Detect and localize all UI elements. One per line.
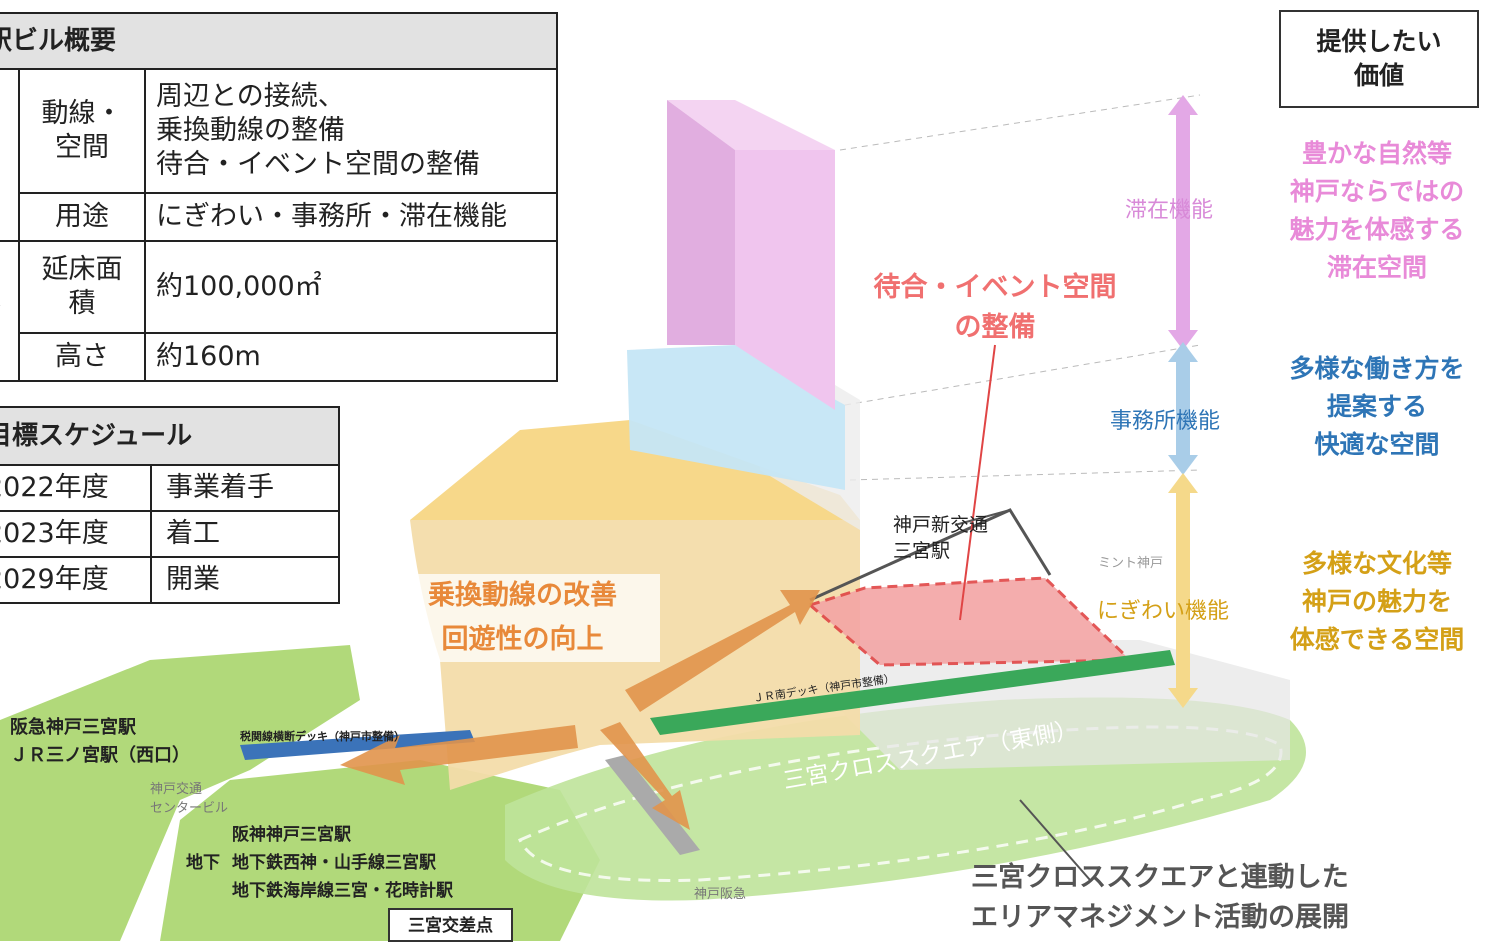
value-stay-line: 滞在空間 — [1326, 253, 1427, 282]
zeikan-deck — [240, 730, 475, 760]
value-stay-line: 豊かな自然等 — [1301, 139, 1452, 168]
overview-table: 新駅ビル概要 機能 動線・空間 周辺との接続、 乗換動線の整備 待合・イベント空… — [0, 12, 558, 382]
value-office: 多様な働き方を 提案する 快適な空間 — [1262, 350, 1492, 464]
value-bustle-line: 神戸の魅力を — [1301, 587, 1452, 616]
schedule-year: 2029年度 — [0, 556, 152, 604]
area-pointer — [1019, 799, 1091, 881]
waiting-zone — [806, 576, 1134, 667]
value-box-line1: 提供したい — [1316, 27, 1442, 56]
value-bustle: 多様な文化等 神戸の魅力を 体感できる空間 — [1262, 545, 1492, 659]
overview-title: 新駅ビル概要 — [0, 12, 558, 70]
tower-top — [667, 100, 835, 150]
callout-waiting-line: の整備 — [954, 312, 1036, 343]
label-kobe-hankyu: 神戸阪急 — [694, 887, 747, 902]
arrow-to-east — [625, 590, 820, 712]
arrow-to-south — [600, 722, 690, 830]
value-office-line: 快適な空間 — [1314, 430, 1440, 459]
waiting-pointer — [959, 344, 996, 621]
hankyu-bridge — [605, 755, 700, 855]
schedule-table: 目標スケジュール 2022年度事業着手 2023年度着工 2029年度開業 — [0, 406, 340, 604]
schedule-event: 事業着手 — [150, 464, 340, 512]
value-floor-area: 約100,000㎡ — [144, 240, 558, 334]
value-stay: 豊かな自然等 神戸ならではの 魅力を体感する 滞在空間 — [1262, 135, 1492, 287]
value-bustle-line: 多様な文化等 — [1301, 549, 1452, 578]
tower-front-upper — [667, 100, 735, 345]
value-stay-line: 魅力を体感する — [1289, 215, 1465, 244]
schedule-title: 目標スケジュール — [0, 406, 340, 466]
value-stay-line: 神戸ならではの — [1289, 177, 1465, 206]
arrow-to-west — [340, 725, 578, 785]
label-jr-sannomiya-west: ＪＲ三ノ宮駅（西口） — [10, 745, 190, 766]
value-office-line: 多様な働き方を — [1289, 354, 1465, 383]
office-block — [627, 345, 845, 490]
sub-height: 高さ — [18, 332, 146, 382]
green-area-west — [0, 645, 360, 941]
callout-waiting: 待合・イベント空間 の整備 — [860, 268, 1130, 348]
schedule-year: 2022年度 — [0, 464, 152, 512]
label-zeikan-deck: 税関線横断デッキ（神戸市整備） — [240, 730, 405, 743]
schedule-event: 着工 — [150, 510, 340, 558]
label-kobe-new-transit: 神戸新交通 三宮駅 — [893, 514, 989, 562]
podium-top — [410, 420, 860, 520]
label-hankyu-station: 阪急神戸三宮駅 — [10, 717, 136, 738]
schedule-year: 2023年度 — [0, 510, 152, 558]
sub-circulation: 動線・空間 — [18, 68, 146, 194]
label-hanshin-station: 阪神神戸三宮駅 — [232, 825, 351, 845]
transit-pointer — [954, 509, 1011, 526]
label-mint-kobe: ミント神戸 — [1098, 556, 1164, 571]
callout-transfer: 乗換動線の改善 回遊性の向上 — [385, 574, 660, 662]
value-bustle-line: 体感できる空間 — [1289, 625, 1465, 654]
cross-square-dash — [518, 725, 1283, 882]
label-underground: 地下 — [186, 853, 220, 873]
callout-transfer-line: 乗換動線の改善 — [428, 580, 617, 611]
label-subway-kaigan: 地下鉄海岸線三宮・花時計駅 — [232, 881, 453, 901]
green-area-south — [160, 760, 600, 941]
label-office-function: 事務所機能 — [1110, 409, 1221, 434]
tower-side — [735, 150, 835, 410]
sub-usage: 用途 — [18, 192, 146, 242]
callout-area: 三宮クロススクエアと連動した エリアマネジメント活動の展開 — [925, 858, 1395, 938]
sub-floor-area: 延床面積 — [18, 240, 146, 334]
label-kotsu-center: 神戸交通 センタービル — [150, 782, 229, 816]
category-scale: 規模 — [0, 240, 20, 382]
label-stay-function: 滞在機能 — [1125, 198, 1214, 223]
label-bustle-function: にぎわい機能 — [1097, 599, 1230, 624]
callout-waiting-line: 待合・イベント空間 — [873, 272, 1117, 303]
label-subway-seishin: 地下鉄西神・山手線三宮駅 — [232, 853, 436, 873]
callout-area-line: 三宮クロススクエアと連動した — [971, 862, 1349, 893]
value-box-line2: 価値 — [1353, 61, 1404, 90]
label-intersection: 三宮交差点 — [388, 908, 513, 942]
value-circulation: 周辺との接続、 乗換動線の整備 待合・イベント空間の整備 — [144, 68, 558, 194]
floor-slab — [830, 640, 1290, 770]
value-usage: にぎわい・事務所・滞在機能 — [144, 192, 558, 242]
callout-transfer-line: 回遊性の向上 — [441, 624, 604, 655]
value-height: 約160m — [144, 332, 558, 382]
callout-area-line: エリアマネジメント活動の展開 — [971, 902, 1349, 933]
category-function: 機能 — [0, 68, 20, 242]
schedule-event: 開業 — [150, 556, 340, 604]
value-office-line: 提案する — [1326, 392, 1427, 421]
value-box: 提供したい 価値 — [1279, 10, 1479, 108]
jr-south-deck — [650, 650, 1175, 735]
